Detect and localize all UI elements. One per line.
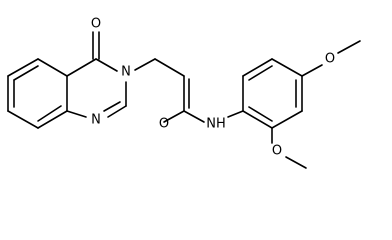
- pyrimidinone-ring: [66, 31, 127, 118]
- amide-nh-label: NH: [206, 117, 226, 132]
- methoxy-bottom-oxygen-label: O: [272, 144, 282, 159]
- ring-carbonyl-oxygen-label: O: [91, 17, 101, 32]
- methoxy-top-oxygen-label: O: [325, 52, 335, 67]
- propanamide-chain: [134, 58, 244, 123]
- methoxy-top: [301, 40, 361, 77]
- benzo-ring: [7, 58, 68, 129]
- amide-oxygen-label: O: [159, 117, 169, 132]
- methoxy-bottom: [271, 127, 307, 169]
- structure-canvas: O N N O NH O O: [7, 17, 361, 169]
- n1-label: N: [91, 113, 101, 128]
- n3-label: N: [121, 65, 131, 80]
- dimethoxyphenyl-ring: [242, 58, 303, 129]
- molecule-drawing: O N N O NH O O: [7, 17, 361, 169]
